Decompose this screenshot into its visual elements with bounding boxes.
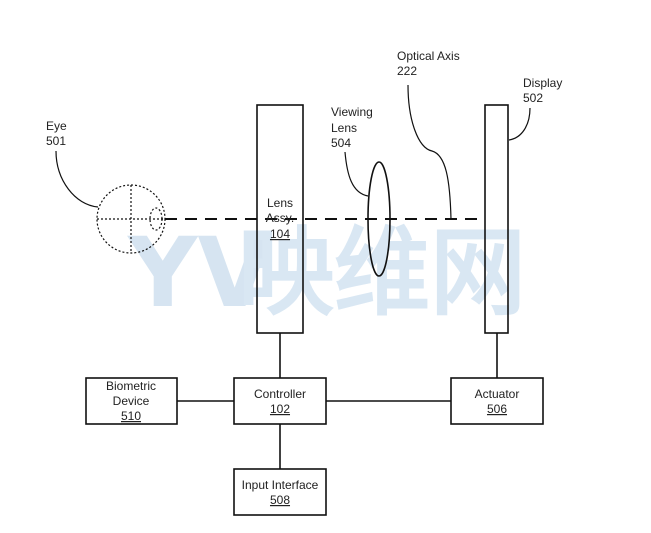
eye-label: Eye [46, 119, 67, 133]
input-interface-block [233, 468, 327, 516]
display-label: Display [523, 76, 562, 90]
watermark: YV 映维网 [127, 217, 526, 329]
eye-leader [55, 150, 99, 208]
input-interface-label: Input Interface [242, 478, 319, 492]
display-ref: 502 [523, 91, 543, 105]
display-leader [508, 107, 531, 141]
viewing-lens [367, 161, 391, 277]
optical-axis-leader [407, 84, 452, 220]
controller-label: Controller [254, 387, 306, 401]
viewing-lens-label-2: Lens [331, 121, 357, 135]
lens-assy-label-1: Lens [267, 196, 293, 210]
eye-ref: 501 [46, 134, 66, 148]
watermark-y: YV [127, 217, 272, 329]
biometric-label-2: Device [113, 394, 150, 408]
viewing-lens-leader [344, 151, 369, 197]
controller-ref: 102 [270, 402, 290, 416]
actuator-block [450, 377, 544, 425]
lens-assy-ref: 104 [270, 227, 290, 241]
biometric-ref: 510 [121, 409, 141, 423]
biometric-label-1: Biometric [106, 379, 156, 393]
optical-axis-ref: 222 [397, 64, 417, 78]
viewing-lens-ref: 504 [331, 136, 351, 150]
optical-axis-label: Optical Axis [397, 49, 460, 63]
biometric-device-block [85, 377, 178, 425]
viewing-lens-label-1: Viewing [331, 105, 373, 119]
actuator-ref: 506 [487, 402, 507, 416]
controller-block [233, 377, 327, 425]
actuator-label: Actuator [475, 387, 520, 401]
input-interface-ref: 508 [270, 493, 290, 507]
lens-assy-label-2: Assy. [266, 211, 294, 225]
